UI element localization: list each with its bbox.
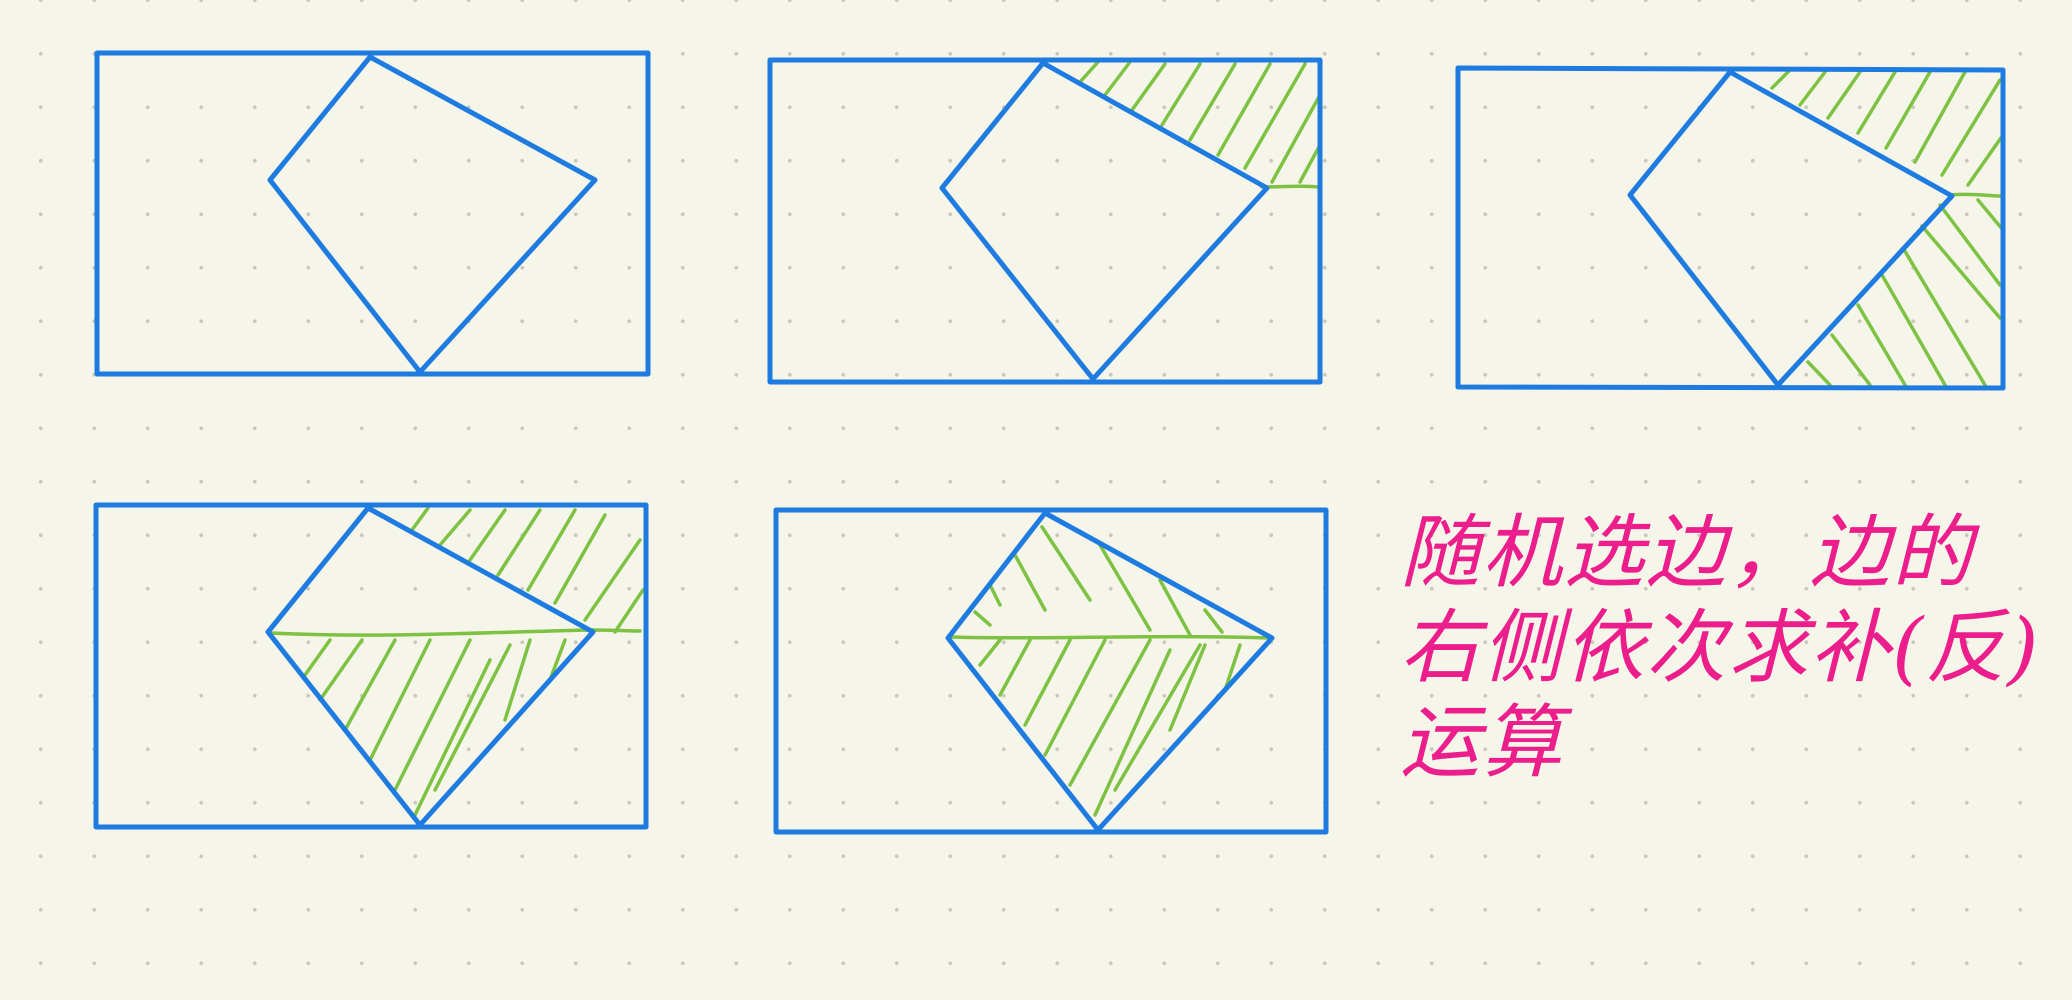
panel-4-rectangle	[93, 502, 649, 830]
panel-1-quadrilateral	[267, 54, 598, 375]
panel-5-quadrilateral	[945, 510, 1275, 833]
panel-2	[767, 57, 1323, 385]
panel-1-rectangle	[94, 50, 651, 377]
panel-2-rectangle	[767, 57, 1323, 385]
panel-2-quadrilateral	[939, 60, 1270, 382]
panel-1	[94, 50, 651, 377]
panel-2-hatching	[1078, 60, 1322, 189]
annotation-line-2: 右侧依次求补(反)	[1400, 601, 2041, 694]
panel-3-rectangle	[1455, 65, 2006, 391]
annotation-line-3: 运算	[1400, 696, 1564, 789]
annotation-note: 随机选边，边的 右侧依次求补(反) 运算	[1400, 505, 2041, 790]
panel-5	[773, 507, 1329, 835]
panel-5-hatching	[948, 525, 1272, 817]
panel-3-quadrilateral	[1627, 69, 1955, 388]
panel-4	[93, 502, 649, 830]
panel-4-hatching	[268, 506, 645, 817]
annotation-line-1: 随机选边，边的	[1400, 506, 1974, 599]
panel-3	[1455, 65, 2006, 391]
panel-3-hatching	[1770, 68, 2005, 387]
panel-5-rectangle	[773, 507, 1329, 835]
panel-4-quadrilateral	[265, 505, 596, 828]
